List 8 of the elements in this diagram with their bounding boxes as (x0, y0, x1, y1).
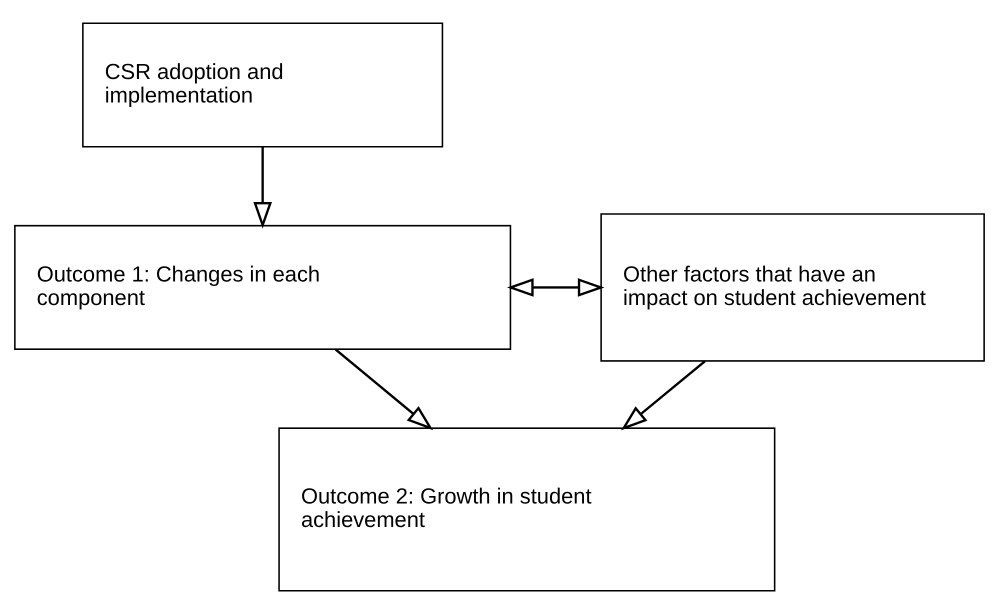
arrow (334, 348, 434, 430)
arrow (620, 360, 706, 430)
node-box: Other factors that have an impact on student achievement (600, 212, 985, 362)
node-box: Outcome 1: Changes in each component (14, 224, 512, 350)
arrow (253, 146, 272, 228)
node-box: Outcome 2: Growth in student achievement (278, 426, 776, 592)
arrow (507, 278, 604, 296)
node-box: CSR adoption and implementation (82, 22, 444, 148)
